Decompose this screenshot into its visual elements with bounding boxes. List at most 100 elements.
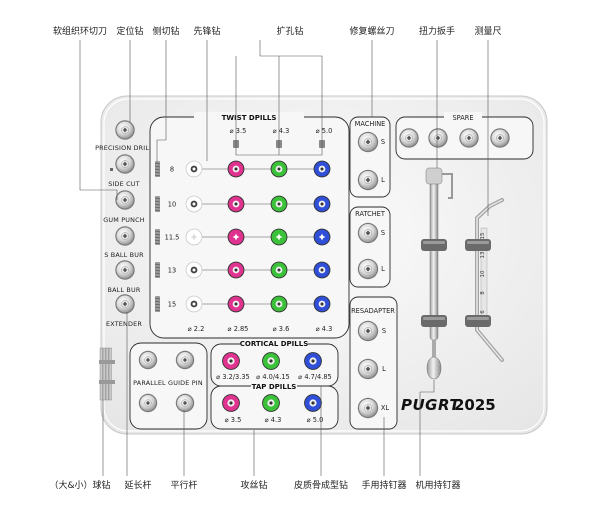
left-socket-4 [115, 260, 135, 280]
twist-head-r3-c2 [270, 261, 288, 279]
tap-head-1 [262, 394, 280, 412]
parallel-pin-0 [138, 350, 158, 370]
machine-slot-l [357, 169, 379, 191]
ruler-clip-1 [465, 315, 491, 327]
callout-top-7: 测量尺 [474, 26, 501, 37]
left-label-2: GUM PUNCH [103, 216, 145, 224]
left-socket-2 [115, 190, 135, 210]
spare-slot-1 [428, 128, 448, 148]
tap-head-2 [304, 394, 322, 412]
callout-top-2: 侧切钻 [152, 25, 179, 37]
twist-title-bg [194, 112, 304, 122]
tray-inner-edge [103, 98, 545, 432]
twist-head-r4-c1 [227, 295, 245, 313]
twist-bit-icon-3 [154, 262, 161, 278]
tap-drills-title: TAP DPILLS [252, 383, 297, 391]
twist-bottom-size-0: ⌀ 2.2 [188, 325, 205, 333]
ruler-mark-3: 13 [480, 251, 486, 258]
leader-side-cut [156, 40, 167, 161]
machine-title: MACHINE [355, 120, 386, 128]
left-label-5: EXTENDER [106, 320, 142, 328]
twist-head-r0-c2 [270, 160, 288, 178]
tap-head-0 [222, 394, 240, 412]
twist-head-r4-c0 [185, 295, 203, 313]
resadapter-slot-l-label: L [382, 365, 386, 373]
twist-head-r2-c3 [313, 228, 331, 246]
left-label-4: BALL BUR [107, 286, 140, 294]
left-socket-1 [115, 154, 135, 174]
cortical-size-0: ⌀ 3.2/3.35 [216, 373, 249, 381]
twist-bit-icon-4 [154, 296, 161, 312]
resadapter-slot-s-label: S [382, 327, 386, 335]
leader-gum-punch [79, 40, 118, 200]
leader-machine-holder [419, 380, 435, 476]
spare-title: SPARE [453, 114, 474, 122]
machine-slot-s [357, 131, 379, 153]
cortical-head-2 [304, 352, 322, 370]
twist-bit-icon-0 [154, 161, 161, 177]
wrench-clip-1 [421, 315, 447, 327]
ratchet-slot-s [357, 222, 379, 244]
twist-head-r2-c1 [227, 228, 245, 246]
cortical-head-1 [262, 352, 280, 370]
callout-top-4: 扩孔钻 [276, 25, 303, 37]
ruler-mark-4: 15 [480, 232, 486, 239]
brand-logo: PUGRT [401, 396, 461, 414]
twist-bottom-size-3: ⌀ 4.3 [316, 325, 333, 333]
callout-top-3: 先锋钻 [193, 25, 220, 37]
twist-head-r4-c3 [313, 295, 331, 313]
spare-slots [399, 128, 510, 148]
twist-head-r0-c0 [185, 160, 203, 178]
twist-head-r1-c2 [270, 195, 288, 213]
resadapter-slot-xl [357, 397, 379, 419]
twist-head-r3-c0 [185, 261, 203, 279]
left-socket-5 [115, 294, 135, 314]
ball-bur-stack-icon [99, 347, 115, 401]
callout-bottom-1: 延长杆 [124, 479, 151, 491]
parallel-pin-1 [175, 350, 195, 370]
ratchet-slot-l-label: L [381, 265, 385, 273]
spare-slot-3 [490, 128, 510, 148]
twist-top-size-2: ⌀ 5.0 [316, 127, 333, 135]
torque-wrench [421, 167, 453, 380]
parallel-pin-3 [175, 393, 195, 413]
ratchet-title: RATCHET [355, 210, 386, 218]
machine-slot-l-label: L [381, 176, 385, 184]
cortical-head-0 [222, 352, 240, 370]
twist-head-r4-c2 [270, 295, 288, 313]
ruler-mark-2: 10 [480, 270, 486, 277]
callout-top-5: 修复螺丝刀 [349, 25, 394, 37]
resadapter-slot-xl-label: XL [381, 404, 390, 412]
twist-head-r0-c1 [227, 160, 245, 178]
leader-lines [79, 40, 489, 476]
twist-length-0: 8 [170, 166, 174, 174]
left-label-3: S BALL BUR [104, 251, 144, 259]
ratchet-slot-s-label: S [381, 229, 385, 237]
twist-bit-icon-2 [154, 229, 161, 245]
cortical-drills: ⌀ 3.2/3.35⌀ 4.0/4.15⌀ 4.7/4.85 [216, 352, 332, 381]
wrench-clip-0 [421, 239, 447, 251]
left-socket-3 [115, 226, 135, 246]
twist-head-r0-c3 [313, 160, 331, 178]
callouts-top: 软组织环切刀定位钻侧切钻先锋钻扩孔钻修复螺丝刀扭力扳手测量尺 [53, 25, 502, 37]
cortical-size-1: ⌀ 4.0/4.15 [256, 373, 289, 381]
twist-drills-title: TWIST DPILLS [222, 114, 277, 122]
twist-head-r2-c0 [185, 228, 203, 246]
twist-top-size-1: ⌀ 4.3 [273, 127, 290, 135]
twist-length-1: 10 [168, 201, 176, 209]
spare-slot-2 [459, 128, 479, 148]
twist-length-3: 13 [168, 267, 176, 275]
tap-size-1: ⌀ 4.3 [265, 416, 282, 424]
twist-length-2: 11.5 [165, 234, 180, 242]
resadapter-slot-s [357, 320, 379, 342]
twist-head-r3-c3 [313, 261, 331, 279]
tap-size-2: ⌀ 5.0 [307, 416, 324, 424]
ruler-clip-0 [465, 239, 491, 251]
twist-top-connector [235, 150, 323, 156]
ruler-mark-1: 8 [480, 291, 486, 295]
cortical-drills-title: CORTICAL DPILLS [240, 340, 309, 348]
callout-top-6: 扭力扳手 [419, 25, 455, 37]
callout-bottom-6: 机用持钉器 [415, 479, 460, 491]
twist-bottom-size-2: ⌀ 3.6 [273, 325, 290, 333]
